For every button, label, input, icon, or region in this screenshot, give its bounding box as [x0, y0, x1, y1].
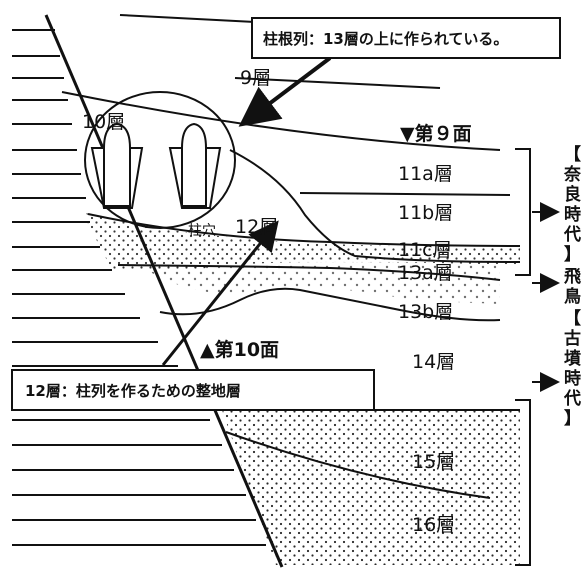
arrow-from-bottom-callout	[161, 220, 279, 366]
pillar-pits	[90, 122, 222, 209]
layer-13a-label: 13a層	[398, 262, 453, 284]
period-brackets	[515, 148, 531, 566]
svg-text:【: 【	[564, 144, 581, 165]
svg-text:良: 良	[564, 184, 581, 205]
slope-line	[44, 14, 284, 568]
layer-14-label: 14層	[412, 351, 455, 373]
layer-15-label: 15層	[412, 451, 455, 473]
bedrock-hatching	[12, 29, 266, 546]
svg-text:】: 】	[564, 408, 581, 429]
pillar-circle	[84, 91, 236, 229]
layer-12-label: 12層	[235, 216, 278, 238]
callout-top-box	[251, 17, 561, 59]
svg-text:代: 代	[563, 388, 581, 409]
pit-label: 柱穴	[188, 223, 216, 239]
svg-text:代: 代	[563, 224, 581, 245]
svg-text:】: 】	[564, 244, 581, 265]
layer-15-16-fill	[222, 410, 520, 565]
callout-bottom-text: 12層：柱列を作るための整地層	[25, 382, 241, 400]
arrow-from-top-callout	[238, 56, 332, 127]
svg-text:飛: 飛	[563, 267, 581, 287]
layer-16-label: 16層	[412, 514, 455, 536]
layer-10-label: 10層	[82, 111, 125, 133]
layer-13b-label: 13b層	[398, 301, 453, 323]
svg-text:奈: 奈	[563, 164, 582, 185]
face-9-label: ▼第９面	[400, 122, 472, 145]
layer-11b-label: 11b層	[398, 202, 453, 224]
svg-text:時: 時	[564, 204, 581, 225]
svg-text:時: 時	[564, 368, 581, 389]
callout-top-text: 柱根列：13層の上に作られている。	[263, 30, 508, 48]
svg-text:古: 古	[564, 328, 581, 349]
period-nara: 【 奈 良 時 代 】	[563, 144, 582, 265]
face-10-label: ▲第10面	[200, 338, 279, 361]
period-asuka: 飛 鳥	[563, 267, 581, 307]
svg-text:【: 【	[564, 308, 581, 329]
layer-9-label: 9層	[240, 67, 271, 89]
layer-11a-label: 11a層	[398, 163, 453, 185]
layer-12-fill	[82, 212, 520, 270]
callout-bottom-box	[11, 369, 375, 411]
svg-text:鳥: 鳥	[564, 286, 581, 307]
period-kofun: 【 古 墳 時 代 】	[563, 308, 581, 429]
layer-11c-label: 11c層	[398, 239, 452, 261]
svg-text:墳: 墳	[564, 349, 581, 369]
